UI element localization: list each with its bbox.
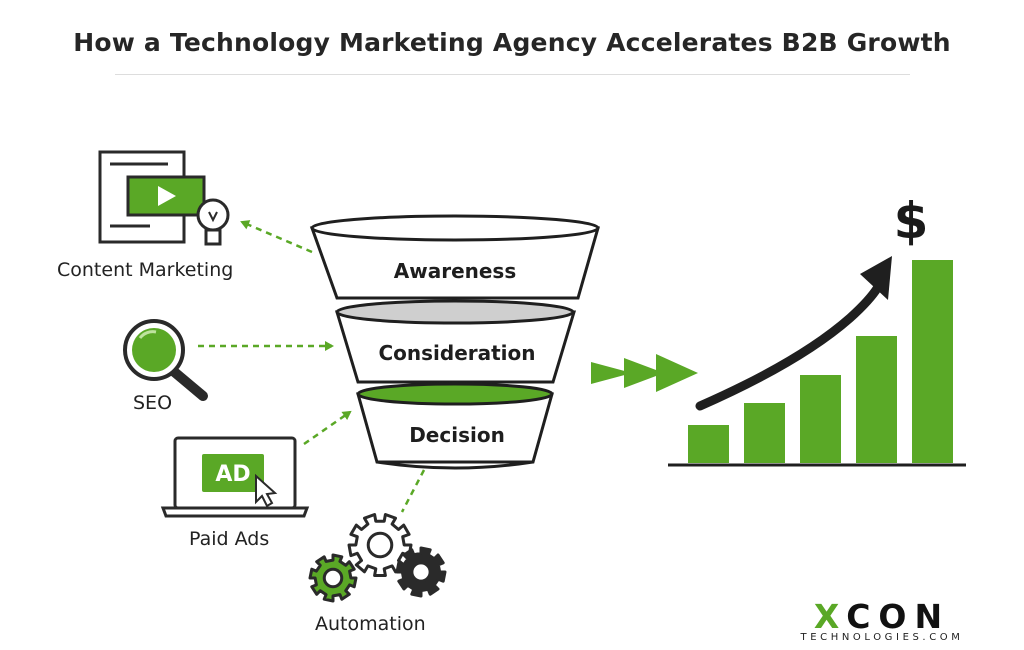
- channel-label-content-marketing: Content Marketing: [57, 259, 234, 281]
- dollar-symbol: $: [894, 192, 929, 250]
- connector-automation: [400, 469, 426, 513]
- document-video-lightbulb-icon: [98, 150, 230, 246]
- growth-bar: [856, 336, 897, 463]
- funnel-stage-consideration: Consideration: [378, 341, 536, 365]
- brand-tagline: TECHNOLOGIES.COM: [800, 632, 964, 643]
- title-divider: [115, 74, 910, 75]
- trend-arrowhead: [860, 256, 892, 300]
- logo-x: X: [813, 597, 847, 636]
- laptop-ad-icon: AD: [160, 436, 310, 518]
- magnifying-glass-icon: [123, 319, 208, 401]
- channel-label-seo: SEO: [133, 392, 173, 414]
- growth-bar: [912, 260, 953, 463]
- logo-text: CON: [846, 597, 951, 636]
- trend-arrow: [695, 282, 883, 411]
- ad-badge-text: AD: [215, 462, 250, 487]
- channel-label-paid-ads: Paid Ads: [189, 528, 270, 550]
- page-title: How a Technology Marketing Agency Accele…: [73, 28, 951, 57]
- flow-arrows-icon: [591, 354, 698, 392]
- brand-logo: XCON: [782, 597, 982, 636]
- marketing-funnel: [309, 214, 600, 470]
- connector-content: [240, 220, 313, 254]
- funnel-stage-awareness: Awareness: [393, 259, 517, 283]
- cursor-icon: [255, 473, 278, 508]
- connector-ads: [303, 410, 352, 446]
- gears-icon: [308, 513, 447, 603]
- funnel-stage-decision: Decision: [409, 423, 505, 447]
- growth-bar: [744, 403, 785, 463]
- rising-bar-chart-icon: [668, 256, 966, 467]
- channel-label-automation: Automation: [315, 613, 426, 635]
- growth-bar: [688, 425, 729, 463]
- growth-bar: [800, 375, 841, 463]
